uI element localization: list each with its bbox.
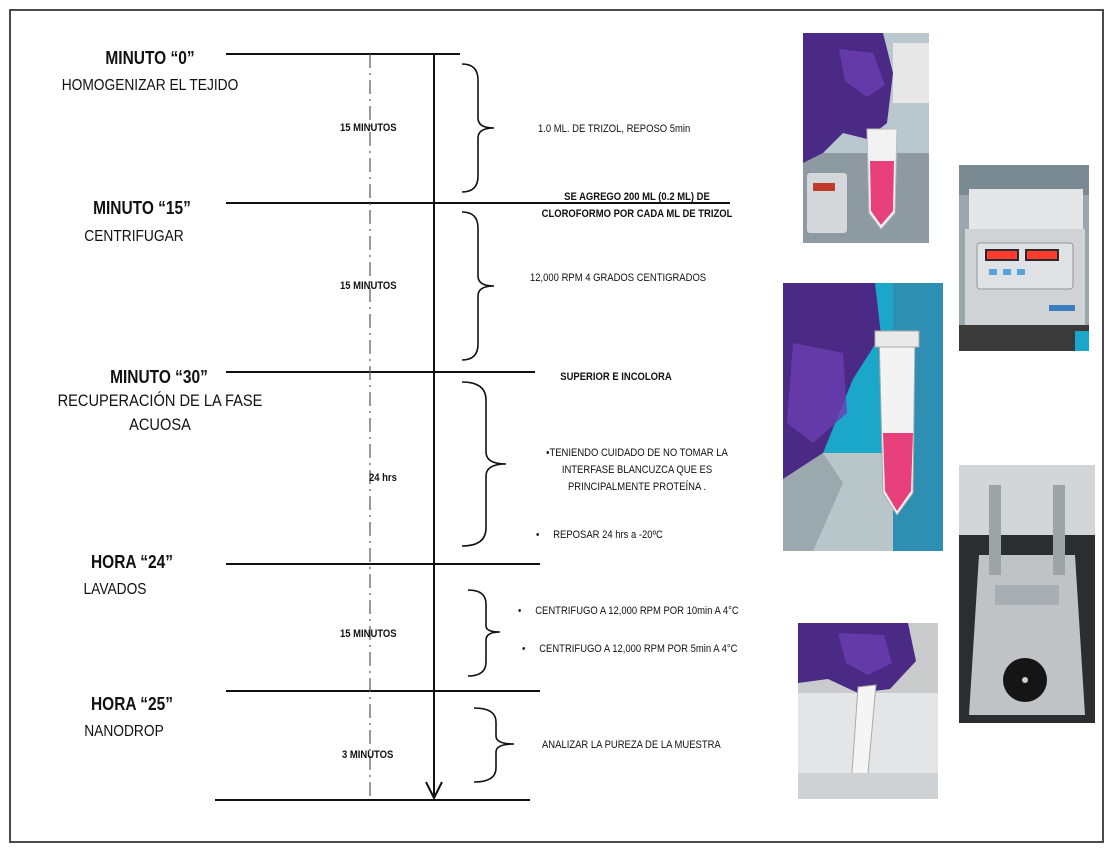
note-trizol: 1.0 ML. DE TRIZOL, REPOSO 5min [538,123,691,135]
stage-desc-24: LAVADOS [83,581,147,598]
note-nanodrop: ANALIZAR LA PUREZA DE LA MUESTRA [542,739,721,751]
brace-1 [461,63,495,193]
stage-desc-15: CENTRIFUGAR [84,228,184,245]
note-rpm: 12,000 RPM 4 GRADOS CENTIGRADOS [530,272,707,284]
diagram-frame [9,9,1104,843]
photo-nanodrop [959,465,1095,723]
note-superior: SUPERIOR E INCOLORA [560,371,672,383]
note-reposar: REPOSAR 24 hrs a -20ºC [553,529,663,541]
stage-title-30: MINUTO “30” [110,367,208,387]
interval-label-5: 3 MINUTOS [342,749,394,761]
stage-title-24: HORA “24” [90,552,173,572]
bullet-icon: • [522,643,526,655]
note-cloroformo: SE AGREGO 200 ML (0.2 ML) DE CLOROFORMO … [541,191,733,220]
bullet-icon: • [518,605,522,617]
bullet-icon: • [536,529,540,541]
stage-title-25: HORA “25” [90,694,173,714]
brace-2 [461,211,495,361]
note-centrifugo-5: CENTRIFUGO A 12,000 RPM POR 5min A 4°C [539,643,738,655]
photo-tube-wash [798,623,938,799]
note-centrifugo-row-2: • CENTRIFUGO A 12,000 RPM POR 5min A 4°C [522,641,763,658]
stage-desc-25: NANODROP [84,723,164,740]
photo-tube-aqueous [783,283,943,551]
stage-title-0: MINUTO “0” [105,48,195,68]
stage-desc-0: HOMOGENIZAR EL TEJIDO [61,77,239,94]
time-arrow-head [425,781,443,801]
stage-desc-30: RECUPERACIÓN DE LA FASE ACUOSA [57,391,263,434]
photo-tube-trizol [803,33,929,243]
note-interfase: •TENIENDO CUIDADO DE NO TOMAR LA INTERFA… [546,447,728,493]
interval-label-3: 24 hrs [369,472,397,484]
interval-label-1: 15 MINUTOS [340,122,397,134]
note-centrifugo-row-1: • CENTRIFUGO A 12,000 RPM POR 10min A 4°C [518,603,759,620]
brace-3 [461,381,507,547]
brace-5 [473,707,515,783]
interval-label-4: 15 MINUTOS [340,628,397,640]
note-centrifugo-10: CENTRIFUGO A 12,000 RPM POR 10min A 4°C [535,605,739,617]
note-reposar-row: • REPOSAR 24 hrs a -20ºC [536,527,742,544]
interval-label-2: 15 MINUTOS [340,280,397,292]
photo-centrifuge [959,165,1089,351]
stage-title-15: MINUTO “15” [93,198,191,218]
brace-4 [467,589,501,677]
